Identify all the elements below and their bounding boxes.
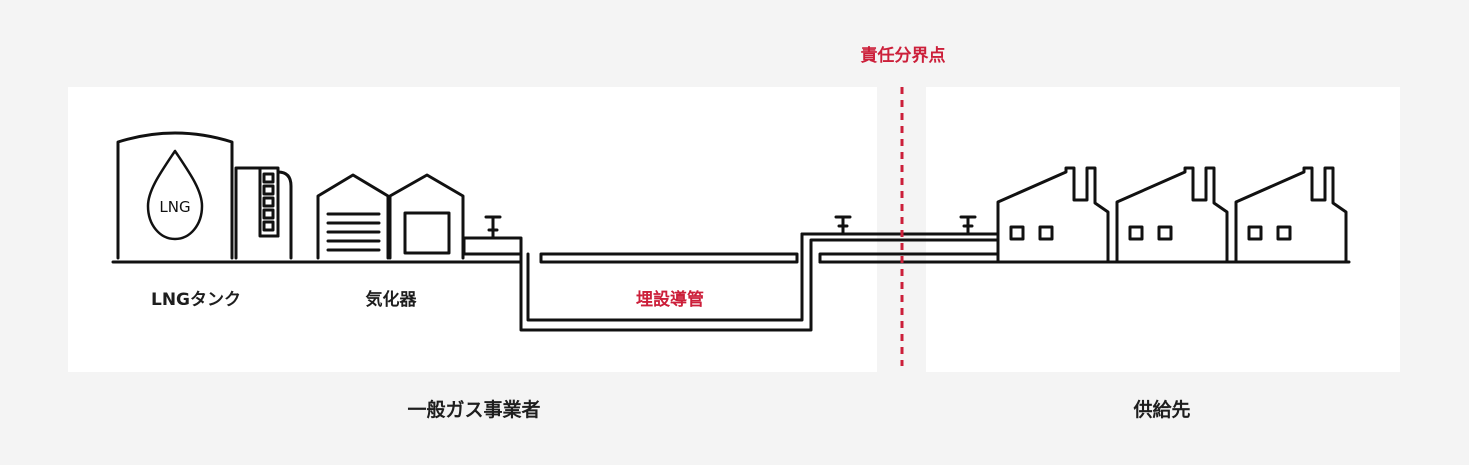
gas-operator-label: 一般ガス事業者 [407, 399, 541, 421]
lng-tank-icon [116, 131, 234, 260]
ground-and-pipe-icon [111, 232, 1351, 332]
factory-icon [1115, 166, 1229, 264]
responsibility-boundary-label: 責任分界点 [860, 46, 946, 66]
customer-label: 供給先 [1133, 399, 1191, 421]
customer-panel [926, 87, 1400, 372]
lng-tank-label: LNGタンク [150, 290, 241, 310]
vaporizer-label: 気化器 [365, 290, 417, 310]
tank-marking-label: LNG [159, 198, 191, 216]
factory-icon [996, 166, 1110, 264]
vaporizer-building-icon [316, 173, 465, 260]
factory-icon [1234, 166, 1348, 264]
valve-icon [484, 215, 977, 240]
buried-pipe-label: 埋設導管 [636, 290, 704, 310]
column-tower-icon [234, 166, 293, 260]
